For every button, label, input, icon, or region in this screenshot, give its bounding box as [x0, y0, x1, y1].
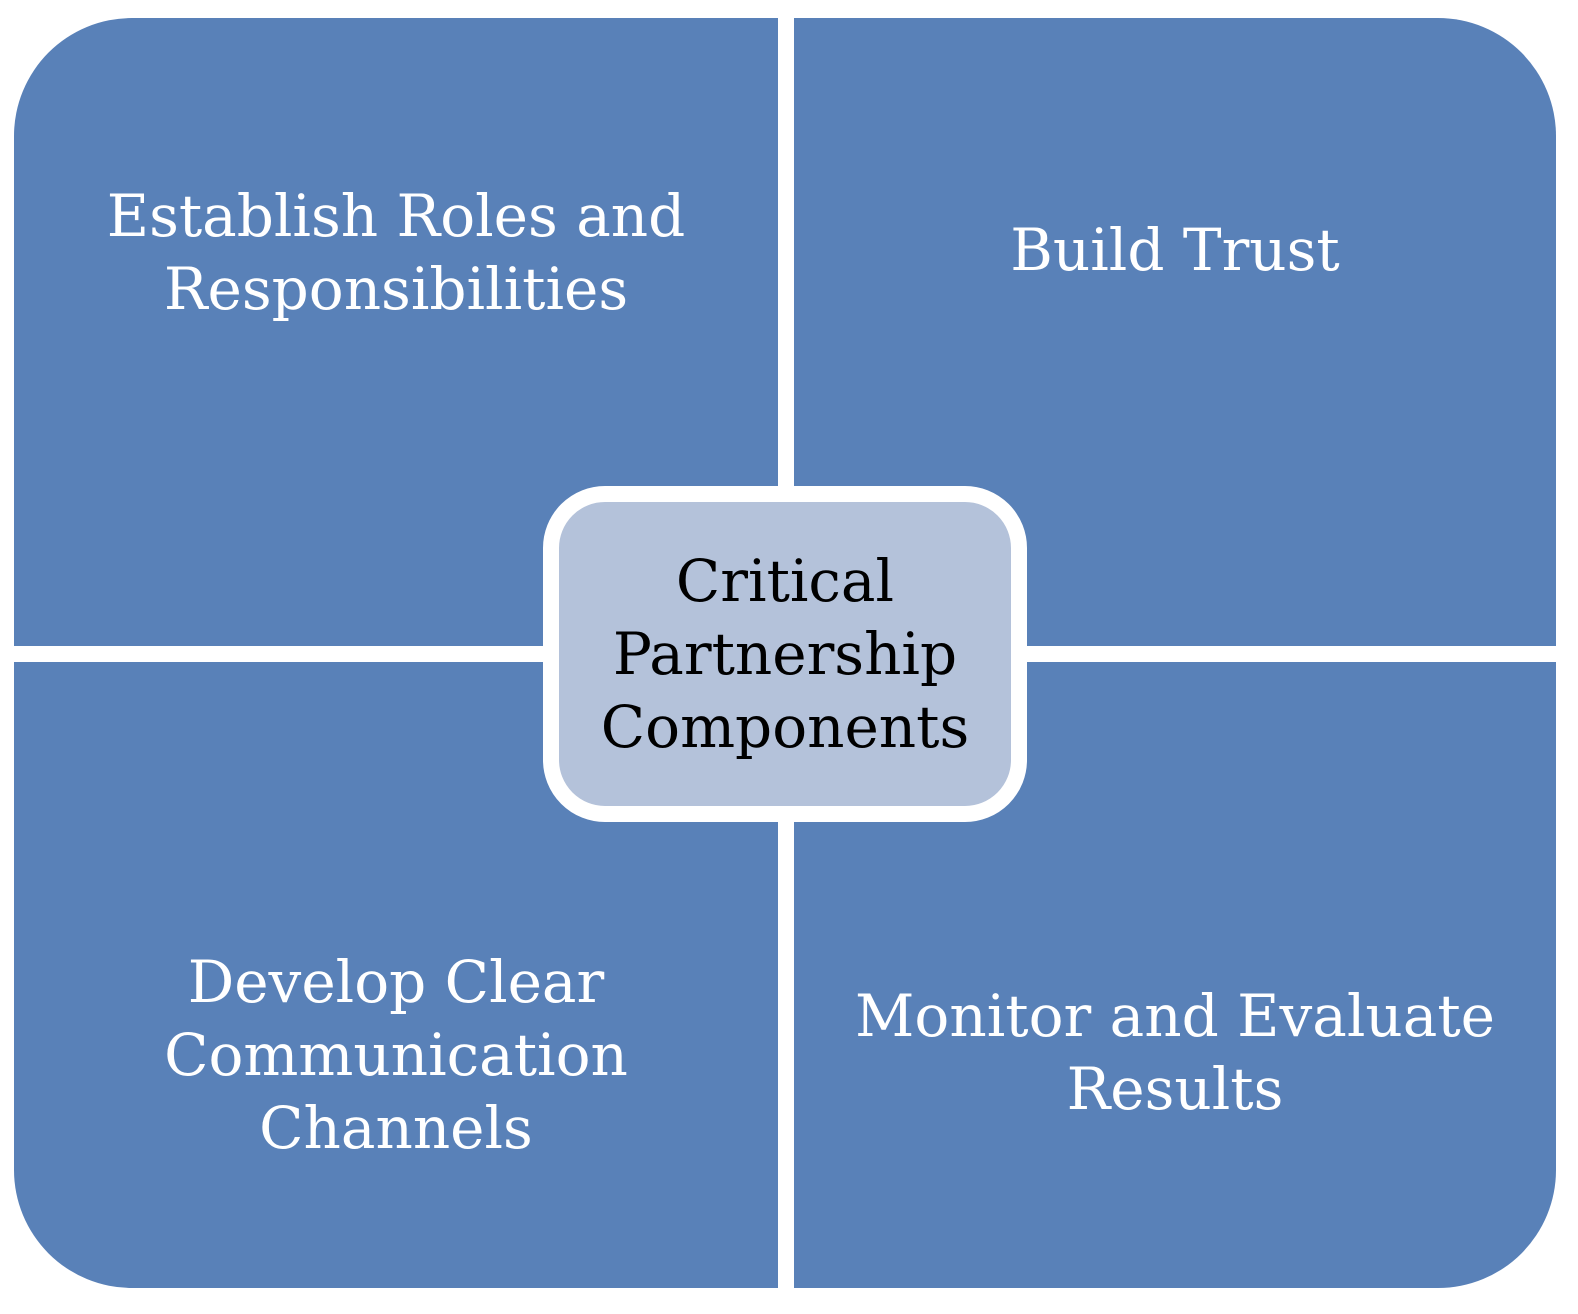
quadrant-top-left-label: Establish Roles and Responsibilities — [106, 182, 686, 323]
center-node-label: Critical Partnership Components — [600, 546, 970, 761]
quadrant-bottom-right-label: Monitor and Evaluate Results — [855, 982, 1495, 1123]
quadrant-top-right-label: Build Trust — [1010, 216, 1340, 284]
quadrant-bottom-left-label: Develop Clear Communication Channels — [164, 948, 628, 1162]
quadrant-top-left: Establish Roles and Responsibilities — [14, 18, 778, 646]
center-node: Critical Partnership Components — [543, 486, 1027, 822]
